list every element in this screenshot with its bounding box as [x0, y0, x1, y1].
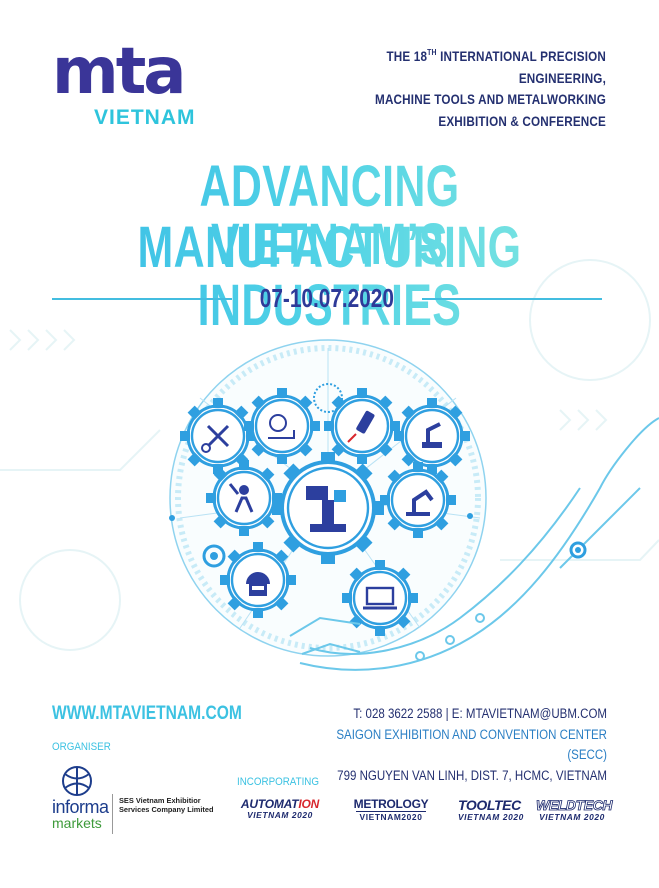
tools-icon — [178, 396, 258, 476]
ses-company-name: SES Vietnam Exhibitior Services Company … — [119, 796, 214, 814]
mta-vietnam-logo: mta VIETNAM — [52, 40, 212, 132]
metrology-vietnam-logo: METROLOGY VIETNAM2020 — [350, 798, 432, 821]
headline-line-2: MANUFACTURING INDUSTRIES — [0, 219, 659, 335]
metrology-sub-text: VIETNAM2020 — [356, 811, 426, 821]
laser-icon — [322, 386, 402, 466]
edition-suffix: TH — [427, 48, 437, 57]
automation-text-a: AUTOMAT — [240, 797, 299, 811]
laptop-design-icon — [340, 558, 420, 638]
organiser-label-text: ORGANISER — [52, 741, 111, 753]
incorporating-label: INCORPORATING — [237, 776, 332, 788]
informa-markets-logo: informa markets SES Vietnam Exhibitior S… — [52, 764, 262, 834]
phone-email: T: 028 3622 2588 | E: MTAVIETNAM@UBM.COM — [353, 706, 607, 721]
edition-line-1: INTERNATIONAL PRECISION ENGINEERING, — [436, 49, 606, 86]
tooltec-vietnam-logo: TOOLTEC VIETNAM 2020 — [458, 797, 524, 822]
tooltec-text: TOOLTEC — [458, 797, 521, 813]
website-link[interactable]: WWW.MTAVIETNAM.COM — [52, 703, 283, 725]
date-divider-right — [422, 298, 602, 300]
headline-line-1: ADVANCING VIETNAM’S — [0, 158, 659, 274]
robot-arm-icon — [378, 460, 458, 540]
venue-address: 799 NGUYEN VAN LINH, DIST. 7, HCMC, VIET… — [337, 767, 607, 783]
event-date: 07-10.07.2020 — [52, 283, 602, 314]
logo-vietnam-text: VIETNAM — [94, 106, 196, 129]
automation-vietnam-logo: AUTOMATION VIETNAM 2020 — [237, 798, 323, 819]
edition-line-2: MACHINE TOOLS AND METALWORKING — [375, 92, 606, 107]
welder-helmet-icon — [218, 540, 298, 620]
website-text: WWW.MTAVIETNAM.COM — [52, 703, 242, 724]
gear-hand-icon — [242, 386, 322, 466]
event-date-text: 07-10.07.2020 — [259, 283, 395, 313]
edition-number: THE 18 — [386, 49, 428, 64]
weldtech-vietnam-logo: WELDTECH VIETNAM 2020 — [536, 797, 613, 822]
metrology-text: METROLOGY — [353, 797, 429, 811]
date-row: 07-10.07.2020 — [52, 283, 602, 313]
edition-line-3: EXHIBITION & CONFERENCE — [438, 113, 606, 129]
organiser-label: ORGANISER — [52, 741, 120, 753]
robot-arm-small-icon — [392, 396, 472, 476]
date-divider-left — [52, 298, 232, 300]
weldtech-sub-text: VIETNAM 2020 — [539, 812, 605, 822]
organiser-divider — [112, 794, 113, 834]
robot-hand-icon — [289, 417, 659, 671]
press-machine-icon — [272, 452, 384, 564]
headline-text-2: MANUFACTURING INDUSTRIES — [86, 219, 574, 335]
automation-sub-text: VIETNAM 2020 — [247, 810, 313, 820]
headline-text-1: ADVANCING VIETNAM’S — [86, 158, 574, 274]
tooltec-sub-text: VIETNAM 2020 — [458, 812, 524, 822]
contact-block: T: 028 3622 2588 | E: MTAVIETNAM@UBM.COM… — [267, 704, 607, 786]
logo-mta-text: mta — [52, 35, 186, 109]
venue-name: SAIGON EXHIBITION AND CONVENTION CENTER … — [336, 726, 607, 763]
incorporating-label-text: INCORPORATING — [237, 776, 320, 788]
informa-text: informa — [52, 797, 109, 817]
wrench-person-icon — [204, 458, 284, 538]
automation-text-b: ION — [298, 797, 320, 811]
weldtech-text: WELDTECH — [536, 797, 613, 813]
informa-mark-icon — [62, 766, 92, 796]
markets-text: markets — [52, 815, 102, 831]
manufacturing-artwork — [169, 339, 659, 671]
event-description: THE 18TH INTERNATIONAL PRECISION ENGINEE… — [322, 46, 606, 132]
